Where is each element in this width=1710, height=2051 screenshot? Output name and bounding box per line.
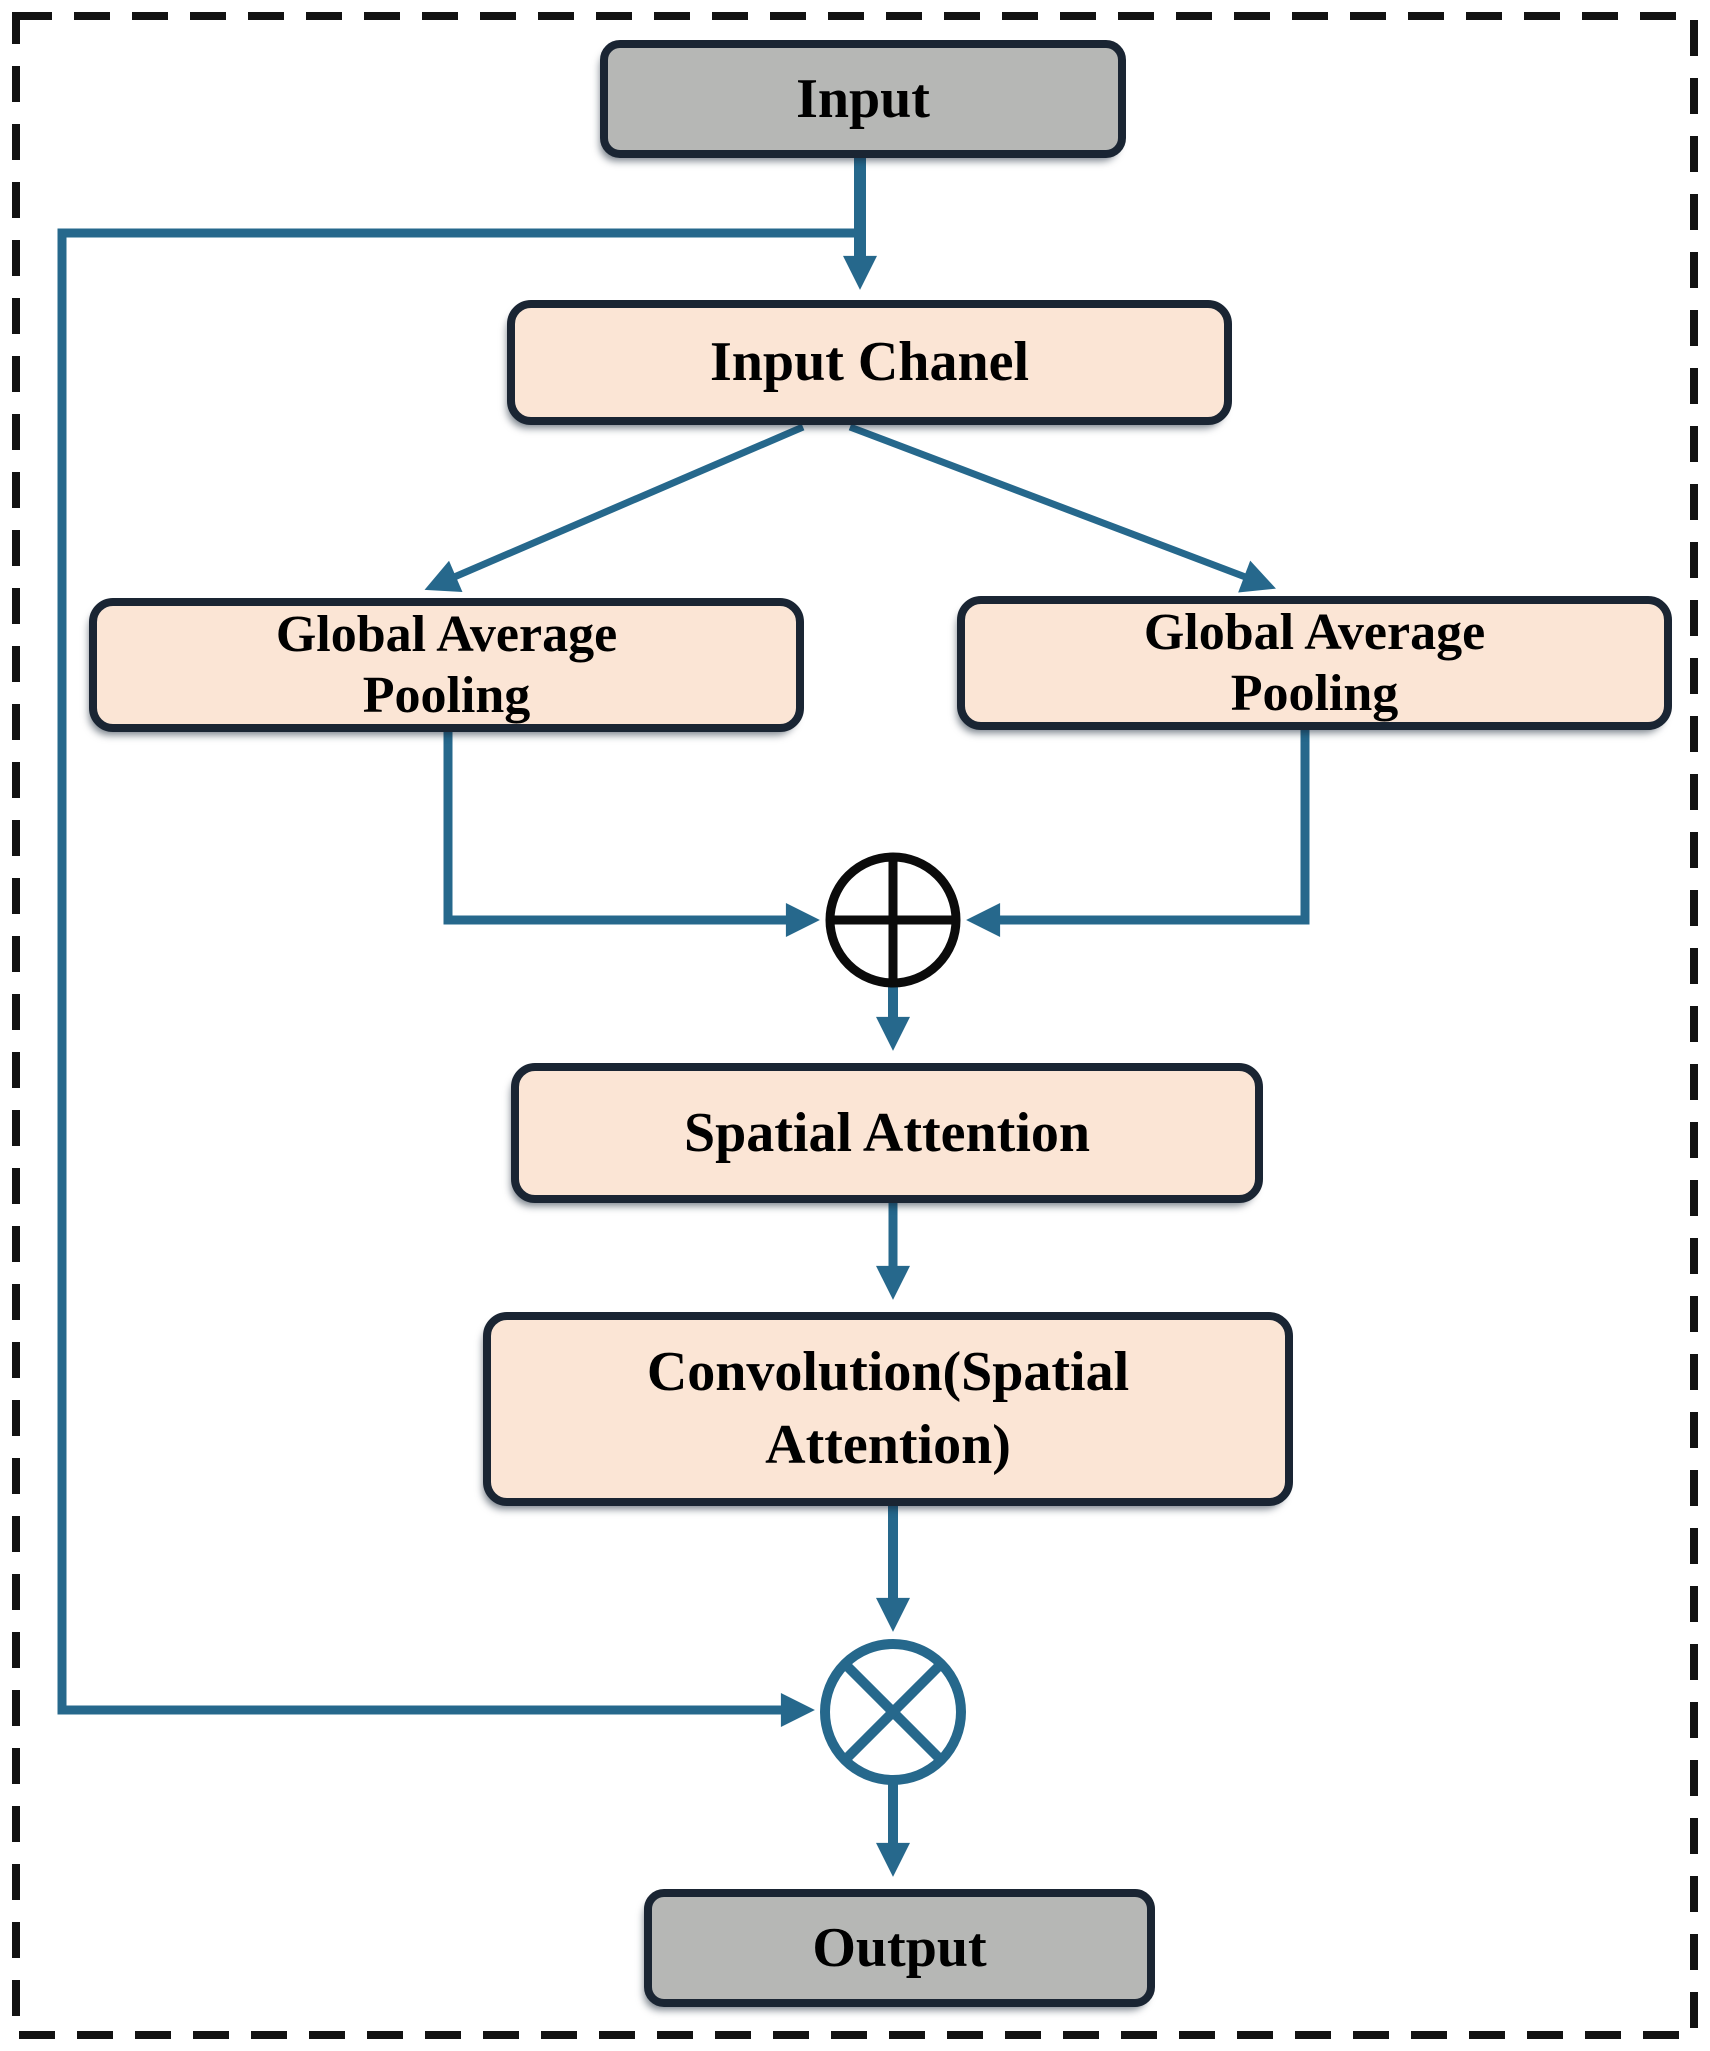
node-gap-left-label-line2: Pooling (362, 667, 531, 724)
node-global-average-pooling-right: Global Average Pooling (957, 596, 1672, 730)
node-input-chanel-label: Input Chanel (709, 331, 1030, 394)
node-gap-left-label-line1: Global Average (275, 605, 618, 663)
multiply-icon (820, 1639, 966, 1785)
node-input-chanel: Input Chanel (507, 300, 1232, 425)
node-output-label: Output (812, 1916, 987, 1979)
node-global-average-pooling-left: Global Average Pooling (89, 598, 804, 732)
edge-gap-left-to-add (443, 732, 820, 937)
node-gap-right-label-line1: Global Average (1143, 603, 1486, 661)
dashed-frame (12, 12, 1698, 2039)
edge-chanel-to-gap-left (424, 423, 805, 593)
node-input: Input (600, 40, 1126, 158)
edge-skip-connection (57, 228, 860, 1727)
node-spatial-attention-label: Spatial Attention (683, 1101, 1091, 1164)
node-convolution-spatial-attention: Convolution(Spatial Attention) (483, 1312, 1293, 1506)
edge-chanel-to-gap-right (848, 423, 1276, 593)
edge-gap-right-to-add (966, 728, 1310, 937)
add-icon (825, 852, 961, 988)
node-convolution-label-line1: Convolution(Spatial (646, 1341, 1130, 1404)
node-spatial-attention: Spatial Attention (511, 1063, 1263, 1203)
node-output: Output (644, 1889, 1155, 2007)
node-gap-right-label-line2: Pooling (1230, 665, 1399, 722)
node-input-label: Input (796, 67, 930, 130)
node-convolution-label-line2: Attention) (765, 1414, 1011, 1476)
